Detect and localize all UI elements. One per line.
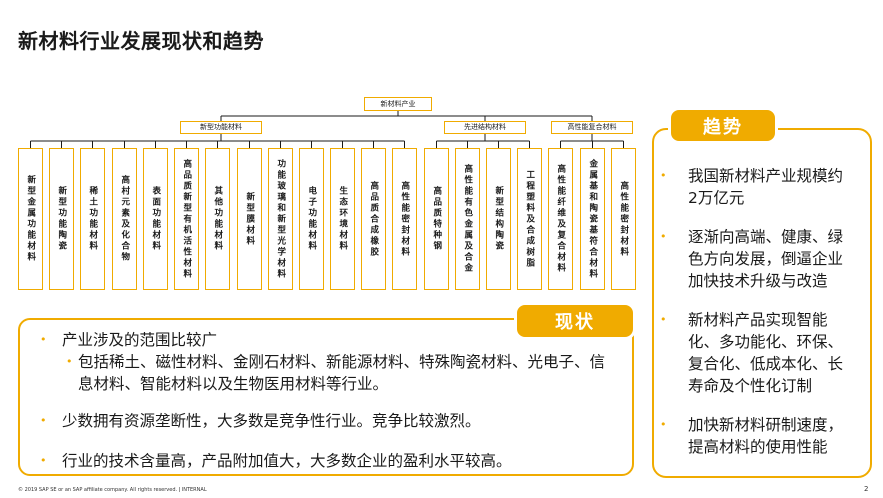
- status-bullet: 产业涉及的范围比较广: [40, 329, 630, 351]
- trend-bullet-list: 我国新材料产业规模约2万亿元 逐渐向高端、健康、绿色方向发展，倒逼企业加快技术升…: [660, 165, 860, 475]
- leaf-node: 电子功能材料: [299, 148, 324, 290]
- leaf-label: 表面功能材料: [150, 186, 161, 252]
- leaf-node: 高性能密封材料: [611, 148, 636, 290]
- leaf-label: 高村元素及化合物: [119, 175, 130, 263]
- status-bullet-list: 产业涉及的范围比较广 包括稀土、磁性材料、金刚石材料、新能源材料、特殊陶瓷材料、…: [40, 329, 630, 472]
- leaf-node: 高品质新型有机活性材料: [174, 148, 199, 290]
- leaf-node: 高村元素及化合物: [112, 148, 137, 290]
- leaf-label: 新型结构陶瓷: [493, 186, 504, 252]
- leaf-node: 功能玻璃和新型光学材料: [268, 148, 293, 290]
- footer-copyright: © 2019 SAP SE or an SAP affiliate compan…: [18, 487, 207, 493]
- page-number: 2: [864, 485, 869, 493]
- leaf-label: 金属基和陶瓷基符合材料: [587, 158, 598, 280]
- leaf-label: 生态环境材料: [337, 186, 348, 252]
- leaf-node: 高品质合成橡胶: [361, 148, 386, 290]
- category-node-structural: 先进结构材料: [444, 121, 526, 134]
- leaf-node: 金属基和陶瓷基符合材料: [580, 148, 605, 290]
- status-bullet: 少数拥有资源垄断性，大多数是竞争性行业。竞争比较激烈。: [40, 410, 630, 432]
- leaf-label: 高品质特种钢: [431, 186, 442, 252]
- leaf-label: 稀土功能材料: [87, 186, 98, 252]
- category-node-composite: 高性能复合材料: [551, 121, 633, 134]
- leaf-node: 表面功能材料: [143, 148, 168, 290]
- leaf-label: 电子功能材料: [306, 186, 317, 252]
- leaf-node: 新型金属功能材料: [18, 148, 43, 290]
- leaf-label: 高性能有色金属及合金: [462, 164, 473, 274]
- trend-bullet: 加快新材料研制速度，提高材料的使用性能: [660, 414, 850, 458]
- leaf-label: 高品质新型有机活性材料: [181, 158, 192, 280]
- leaf-node: 高性能密封材料: [392, 148, 417, 290]
- leaf-label: 功能玻璃和新型光学材料: [275, 158, 286, 280]
- leaf-label: 新型功能陶瓷: [56, 186, 67, 252]
- leaf-node: 新型功能陶瓷: [49, 148, 74, 290]
- page-title: 新材料行业发展现状和趋势: [18, 29, 264, 53]
- leaf-label: 高性能密封材料: [399, 180, 410, 258]
- leaf-node: 新型膜材料: [237, 148, 262, 290]
- leaf-node: 其他功能材料: [205, 148, 230, 290]
- leaf-label: 高品质合成橡胶: [368, 180, 379, 258]
- tree-connectors: [30, 111, 624, 148]
- connector-leaf-drops: [30, 141, 624, 148]
- leaf-label: 工程塑料及合成树脂: [524, 169, 535, 269]
- category-node-functional: 新型功能材料: [180, 121, 262, 134]
- leaf-node: 高性能纤维及复合材料: [548, 148, 573, 290]
- diagram-root-node: 新材料产业: [364, 97, 432, 111]
- trend-bullet: 新材料产品实现智能化、多功能化、环保、复合化、低成本化、长寿命及个性化订制: [660, 309, 850, 397]
- trend-bullet: 逐渐向高端、健康、绿色方向发展，倒逼企业加快技术升级与改造: [660, 226, 850, 292]
- leaf-node: 高性能有色金属及合金: [455, 148, 480, 290]
- leaf-node: 稀土功能材料: [80, 148, 105, 290]
- leaf-label: 新型膜材料: [244, 191, 255, 247]
- leaf-node: 生态环境材料: [330, 148, 355, 290]
- trend-bullet: 我国新材料产业规模约2万亿元: [660, 165, 850, 209]
- leaf-label: 新型金属功能材料: [25, 175, 36, 263]
- leaf-label: 高性能密封材料: [618, 180, 629, 258]
- trend-panel-label: 趋势: [668, 107, 778, 144]
- leaf-label: 其他功能材料: [212, 186, 223, 252]
- status-sub-bullet: 包括稀土、磁性材料、金刚石材料、新能源材料、特殊陶瓷材料、光电子、信息材料、智能…: [66, 351, 606, 395]
- leaf-node: 新型结构陶瓷: [486, 148, 511, 290]
- leaf-label: 高性能纤维及复合材料: [555, 164, 566, 274]
- leaf-node: 高品质特种钢: [424, 148, 449, 290]
- leaf-node: 工程塑料及合成树脂: [517, 148, 542, 290]
- status-bullet: 行业的技术含量高，产品附加值大，大多数企业的盈利水平较高。: [40, 450, 630, 472]
